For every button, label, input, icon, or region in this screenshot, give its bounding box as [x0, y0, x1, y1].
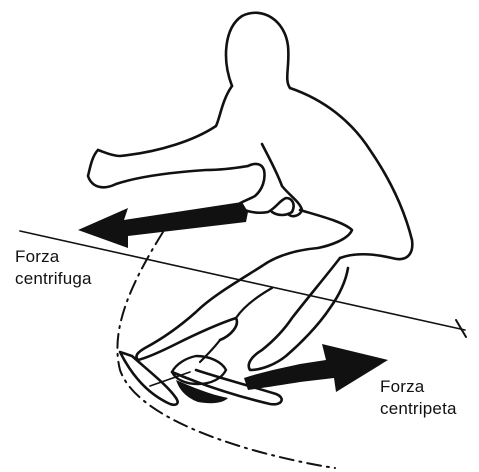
centrifugal-force-label: Forza centrifuga	[15, 246, 92, 290]
centripetal-force-label-line1: Forza	[380, 376, 457, 398]
centripetal-force-label-line2: centripeta	[380, 398, 457, 420]
centripetal-force-label: Forza centripeta	[380, 376, 457, 420]
centrifugal-force-label-line1: Forza	[15, 246, 92, 268]
skier-right-arm	[236, 144, 302, 216]
centrifugal-force-arrow	[78, 202, 248, 248]
skier-head	[226, 13, 290, 88]
left-ski	[120, 352, 178, 405]
centrifugal-force-label-line2: centrifuga	[15, 268, 92, 290]
skier-torso-lower	[262, 210, 352, 266]
skier-chest	[98, 86, 232, 156]
trajectory-curve	[117, 232, 335, 468]
